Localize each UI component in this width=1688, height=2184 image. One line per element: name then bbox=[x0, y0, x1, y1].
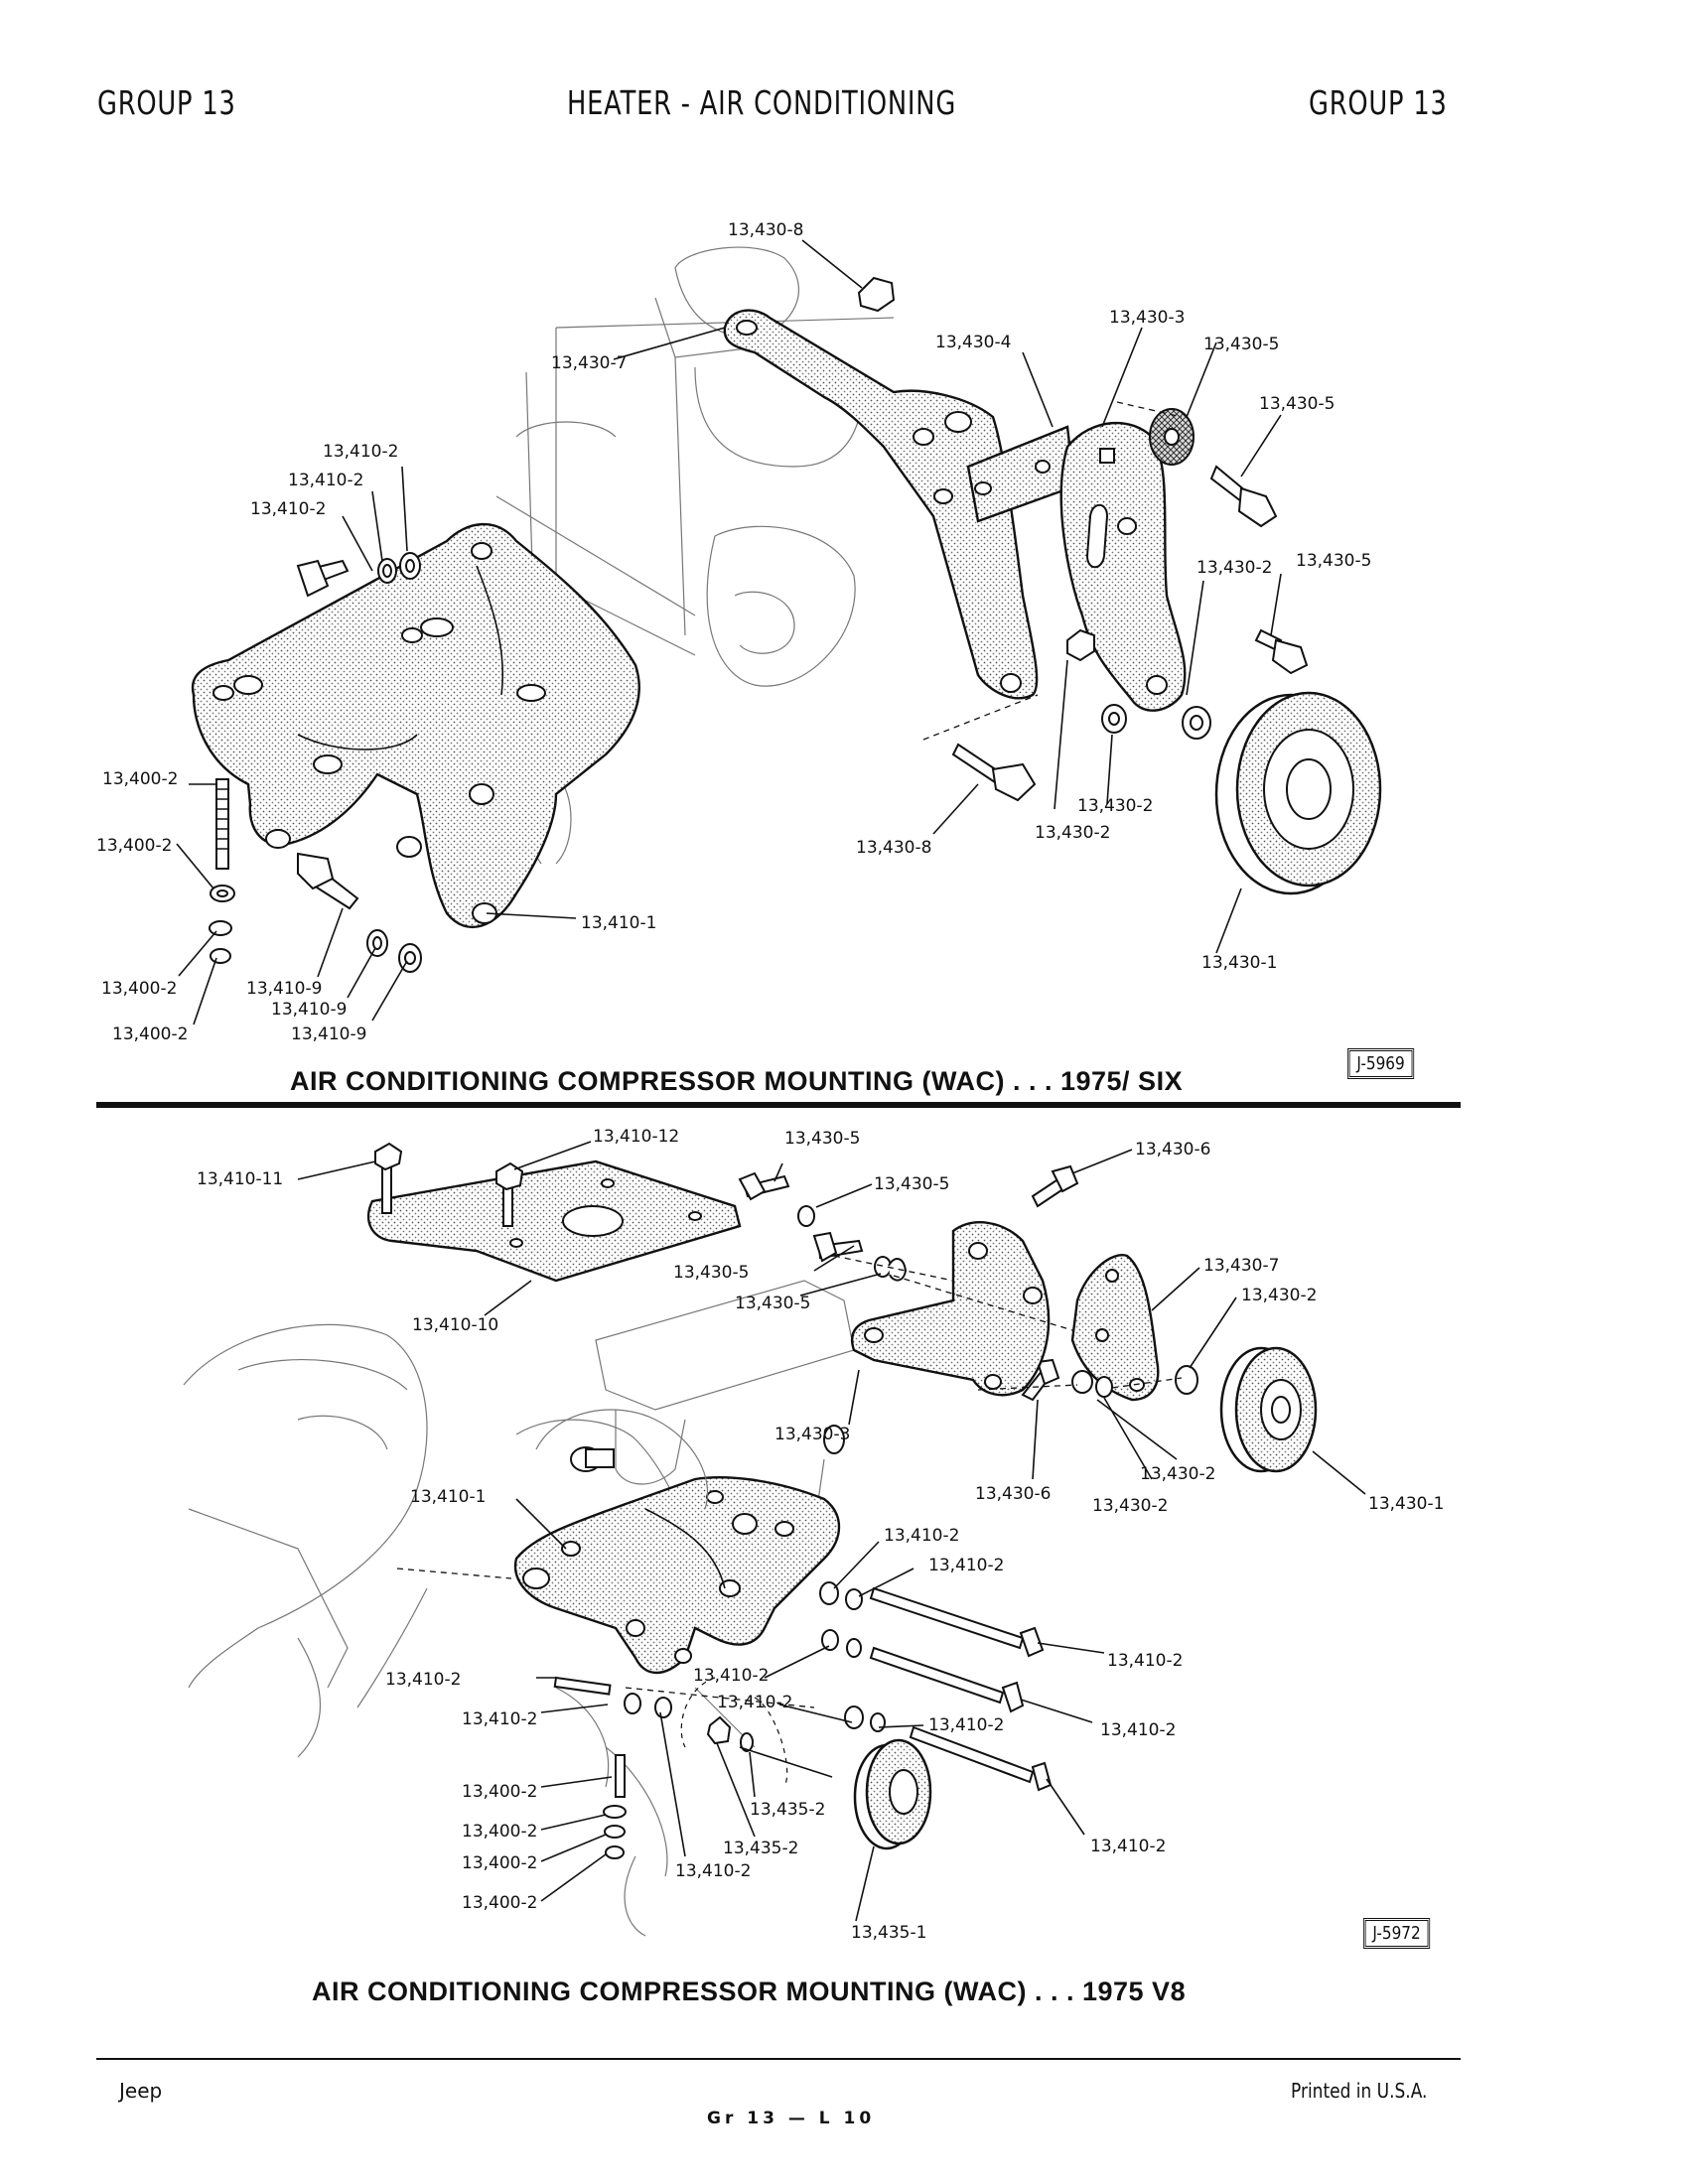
callout: 13,430-8 bbox=[728, 220, 803, 240]
callout: 13,410-10 bbox=[412, 1315, 498, 1335]
header-title: HEATER - AIR CONDITIONING bbox=[567, 83, 957, 122]
figure2-bolts bbox=[374, 1142, 1079, 1402]
plate-13410-10 bbox=[366, 1160, 742, 1283]
callout: 13,430-2 bbox=[1196, 558, 1272, 578]
compressor-outline bbox=[535, 1409, 845, 1535]
callout: 13,435-1 bbox=[851, 1923, 926, 1943]
figure1-drawing: 13,430-8 13,430-7 13,430-4 13,430-3 13,4… bbox=[96, 220, 1382, 1044]
figure2-long-bolts bbox=[553, 1586, 1053, 1798]
callout: 13,410-2 bbox=[675, 1861, 751, 1881]
figure1-washers bbox=[209, 552, 1211, 973]
callout: 13,400-2 bbox=[462, 1822, 537, 1842]
bracket-13430-3-v8 bbox=[850, 1221, 1051, 1397]
callout: 13,430-5 bbox=[1259, 394, 1335, 414]
callout: 13,400-2 bbox=[462, 1893, 537, 1913]
callout: 13,430-2 bbox=[1241, 1286, 1317, 1305]
figure2-number: J-5972 bbox=[1363, 1918, 1431, 1949]
callout: 13,430-1 bbox=[1201, 953, 1277, 973]
callout: 13,410-9 bbox=[246, 979, 322, 999]
callout: 13,435-2 bbox=[723, 1839, 798, 1858]
figure2-washers-upper bbox=[797, 1205, 1198, 1398]
figure2-leader-lines bbox=[297, 1141, 1366, 1922]
callout: 13,400-2 bbox=[112, 1024, 188, 1044]
header-group-right: GROUP 13 bbox=[1309, 83, 1448, 122]
callout: 13,430-8 bbox=[856, 838, 931, 858]
callout: 13,410-11 bbox=[197, 1169, 283, 1189]
callout: 13,410-2 bbox=[323, 442, 398, 462]
callout: 13,400-2 bbox=[101, 979, 177, 999]
callout: 13,410-2 bbox=[693, 1666, 769, 1686]
callout: 13,430-2 bbox=[1077, 796, 1153, 816]
callout: 13,410-1 bbox=[581, 913, 656, 933]
bracket-13410-1 bbox=[191, 522, 640, 929]
callout: 13,430-4 bbox=[935, 333, 1011, 352]
callout: 13,410-9 bbox=[291, 1024, 366, 1044]
footer-divider bbox=[96, 2058, 1461, 2060]
callout: 13,430-5 bbox=[874, 1174, 949, 1194]
callout: 13,410-2 bbox=[385, 1670, 461, 1690]
callout: 13,430-7 bbox=[1203, 1256, 1279, 1276]
callout: 13,410-2 bbox=[928, 1715, 1004, 1735]
figure2-callouts: 13,410-12 13,430-5 13,430-6 13,410-11 13… bbox=[197, 1127, 1444, 1943]
callout: 13,410-1 bbox=[410, 1487, 486, 1507]
callout: 13,430-1 bbox=[1368, 1494, 1444, 1514]
figure2-washers-lower bbox=[603, 1581, 886, 1859]
figure1-caption: AIR CONDITIONING COMPRESSOR MOUNTING (WA… bbox=[290, 1066, 1184, 1096]
figure1-callouts: 13,430-8 13,430-7 13,430-4 13,430-3 13,4… bbox=[96, 220, 1371, 1044]
bracket-13410-1-v8 bbox=[513, 1476, 841, 1675]
callout: 13,430-3 bbox=[774, 1425, 850, 1444]
idler-pulley-13435-1 bbox=[853, 1738, 932, 1850]
footer-page-number: Gr 13 — L 10 bbox=[707, 2109, 876, 2128]
figure2-drawing: 13,410-12 13,430-5 13,430-6 13,410-11 13… bbox=[183, 1127, 1444, 1943]
callout: 13,400-2 bbox=[462, 1853, 537, 1873]
callout: 13,410-2 bbox=[884, 1526, 959, 1546]
figure2-caption: AIR CONDITIONING COMPRESSOR MOUNTING (WA… bbox=[312, 1977, 1187, 2006]
callout: 13,430-2 bbox=[1092, 1496, 1168, 1516]
callout: 13,430-3 bbox=[1109, 308, 1185, 328]
callout: 13,430-6 bbox=[975, 1484, 1051, 1504]
callout: 13,400-2 bbox=[102, 769, 178, 789]
spacer-13430-5 bbox=[1149, 408, 1195, 466]
callout: 13,430-5 bbox=[735, 1294, 810, 1313]
callout: 13,410-2 bbox=[717, 1693, 792, 1712]
footer-brand: Jeep bbox=[119, 2079, 163, 2103]
callout: 13,410-2 bbox=[928, 1556, 1004, 1575]
callout: 13,410-2 bbox=[250, 499, 326, 519]
callout: 13,410-2 bbox=[1090, 1837, 1166, 1856]
footer-printed: Printed in U.S.A. bbox=[1291, 2079, 1428, 2103]
figure1-bolts bbox=[215, 276, 1309, 910]
bracket-13430-7 bbox=[723, 309, 1039, 700]
callout: 13,400-2 bbox=[462, 1782, 537, 1802]
callout: 13,410-2 bbox=[1100, 1720, 1176, 1740]
header-group-left: GROUP 13 bbox=[97, 83, 236, 122]
callout: 13,410-2 bbox=[1107, 1651, 1183, 1671]
section-divider bbox=[96, 1102, 1461, 1108]
figure1-leader-lines bbox=[176, 239, 1282, 1025]
callout: 13,410-2 bbox=[288, 471, 363, 490]
bracket-13430-3 bbox=[1059, 421, 1187, 712]
callout: 13,430-5 bbox=[1203, 335, 1279, 354]
callout: 13,430-5 bbox=[673, 1263, 749, 1283]
callout: 13,400-2 bbox=[96, 836, 172, 856]
callout: 13,430-2 bbox=[1035, 823, 1110, 843]
figure1-number: J-5969 bbox=[1347, 1048, 1415, 1079]
callout: 13,430-6 bbox=[1135, 1140, 1210, 1160]
figure2-dashed-lines bbox=[396, 1255, 1183, 1788]
pulley-13430-1-v8 bbox=[1219, 1346, 1318, 1473]
callout: 13,410-2 bbox=[462, 1709, 537, 1729]
callout: 13,435-2 bbox=[750, 1800, 825, 1820]
callout: 13,430-2 bbox=[1140, 1464, 1215, 1484]
pulley-13430-1 bbox=[1214, 691, 1382, 895]
figure1-engine-outline bbox=[495, 246, 895, 865]
callout: 13,430-5 bbox=[784, 1129, 860, 1149]
callout: 13,410-12 bbox=[593, 1127, 679, 1147]
figure2-engine-outline bbox=[183, 1280, 855, 1937]
callout: 13,430-5 bbox=[1296, 551, 1371, 571]
callout: 13,430-7 bbox=[551, 353, 627, 373]
callout: 13,410-9 bbox=[271, 1000, 347, 1020]
